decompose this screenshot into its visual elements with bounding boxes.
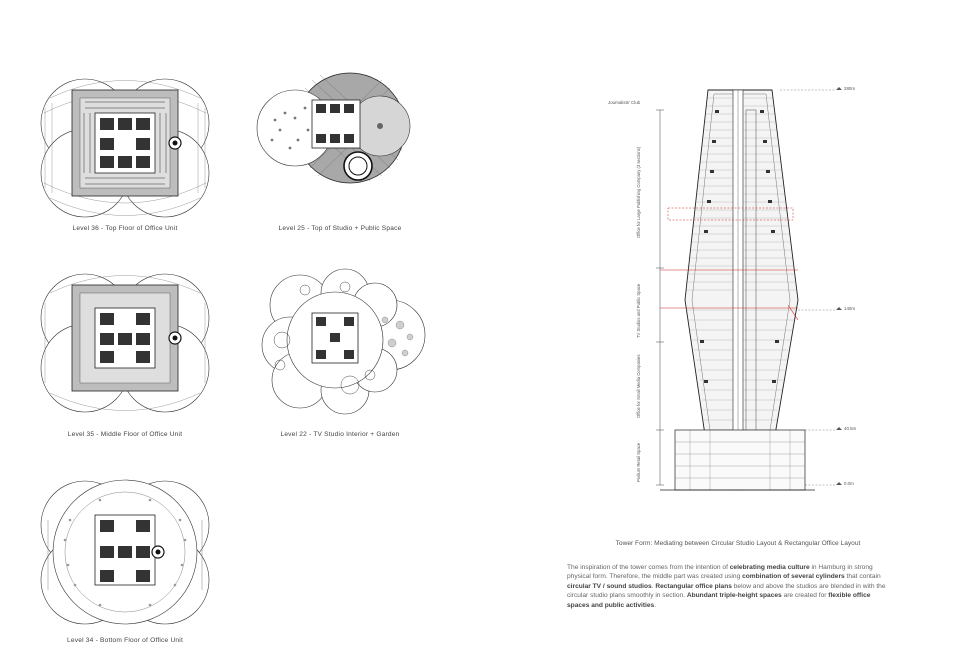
- floor-plan-level-34: [30, 470, 220, 630]
- floor-plan-caption: Level 22 - TV Studio Interior + Garden: [280, 431, 400, 438]
- description-emphasis: flexible office spaces and public activi…: [567, 592, 871, 609]
- floor-plan-drawing: [40, 273, 210, 413]
- zone-label: Office for Small Media Companies: [636, 354, 641, 418]
- description-text: are created for: [781, 592, 829, 600]
- description-emphasis: Rectangular office plans: [655, 582, 732, 590]
- floor-plan-level-22: [250, 265, 440, 425]
- description-emphasis: Abundant triple-height spaces: [686, 592, 782, 600]
- description-text: The inspiration of the tower comes from …: [567, 564, 730, 571]
- zone-label: TV Studios and Public Space: [636, 283, 641, 338]
- level-mark: 40.5m: [844, 426, 857, 431]
- floor-plan-drawing: [261, 268, 426, 415]
- description-text: below and above the studios are blended …: [567, 582, 886, 600]
- description-emphasis: combination of several cylinders: [742, 573, 845, 581]
- description-text: that contain: [844, 573, 881, 581]
- floor-plan-drawing: [256, 72, 411, 184]
- tower-section-drawing: 280m 140m 40.5m 0.0m Journalists' Club O…: [600, 80, 870, 500]
- floor-plan-caption: Level 36 - Top Floor of Office Unit: [72, 225, 178, 232]
- zone-label: Journalists' Club: [608, 100, 641, 105]
- floor-plan-level-35: [30, 268, 220, 428]
- floor-plan-caption: Level 25 - Top of Studio + Public Space: [278, 225, 402, 232]
- description-text: .: [654, 601, 657, 609]
- description-paragraph: The inspiration of the tower comes from …: [567, 563, 892, 610]
- level-mark: 0.0m: [844, 481, 854, 486]
- description-emphasis: circular TV / sound studios: [567, 582, 652, 590]
- description-text: .: [651, 582, 656, 590]
- level-mark: 140m: [844, 306, 855, 311]
- section-title: Tower Form: Mediating between Circular S…: [615, 540, 861, 547]
- floor-plan-level-36: [30, 68, 220, 228]
- tower-section-svg: [656, 87, 842, 491]
- floor-plan-drawing: [40, 78, 210, 218]
- floor-plan-caption: Level 34 - Bottom Floor of Office Unit: [67, 637, 183, 644]
- floor-plan-level-25: [250, 68, 440, 228]
- zone-label: Office for Large Publishing Company (3 s…: [636, 146, 641, 238]
- level-mark: 280m: [844, 86, 855, 91]
- description-text: in Hamburg in strong physical form. Ther…: [567, 564, 873, 581]
- floor-plan-drawing: [40, 479, 210, 625]
- floor-plan-caption: Level 35 - Middle Floor of Office Unit: [67, 431, 183, 438]
- zone-label: Podium Retail Space: [636, 442, 641, 482]
- description-emphasis: celebrating media culture: [729, 564, 810, 571]
